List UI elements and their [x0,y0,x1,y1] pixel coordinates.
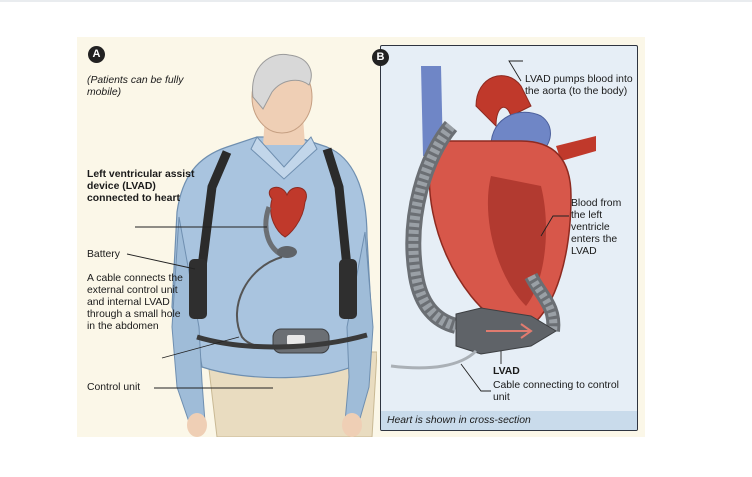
leader-battery [126,253,196,270]
belt [196,332,368,350]
collar [250,136,318,180]
left-hand [187,413,207,437]
left-ventricle [487,176,546,306]
heart [268,186,307,238]
driveline [390,349,478,370]
label-blood-from: Blood from the left ventricle enters the… [571,198,622,257]
panel-b: LVAD pumps blood into the aorta (to the … [380,45,638,431]
label-lvad: LVAD [493,366,520,377]
leader-pumps [508,60,523,82]
left-battery [189,259,207,319]
label-lvad-pumps: LVAD pumps blood into the aorta (to the … [525,74,633,97]
top-divider [0,0,752,2]
label-cable-connecting: Cable connecting to control unit [493,380,619,403]
aorta [475,75,532,128]
label-lvad-connected: Left ventricular assist device (LVAD) co… [87,169,195,204]
panel-a: A (Patients can be fully mobile) Left ve… [77,37,377,437]
leader-cable [161,336,240,359]
lvad-illustration: A (Patients can be fully mobile) Left ve… [77,37,645,437]
shirt [171,136,373,379]
pulmonary-veins [556,136,596,161]
right-battery [339,259,357,319]
control-unit-screen [287,335,305,345]
badge-b: B [372,49,389,66]
patient-illustration [126,53,377,437]
outflow-graft-ribs [408,122,458,331]
left-strap [197,150,232,268]
pump-arrow [486,323,533,339]
heart-cross-section [390,60,596,392]
inflow-cannula-ribs [527,274,558,332]
badge-a: A [88,46,105,63]
leader-cable-b [460,363,491,392]
right-strap [322,147,352,268]
label-cable: A cable connects the external control un… [87,273,183,332]
caption-cross-section: Heart is shown in cross-section [381,411,637,430]
label-control-unit: Control unit [87,382,141,393]
leader-blood-from [540,215,569,237]
lvad-pump [277,246,297,258]
hair [252,53,312,110]
right-hand [342,413,362,437]
mobility-note: (Patients can be fully mobile) [87,75,184,98]
label-battery: Battery [87,249,120,260]
